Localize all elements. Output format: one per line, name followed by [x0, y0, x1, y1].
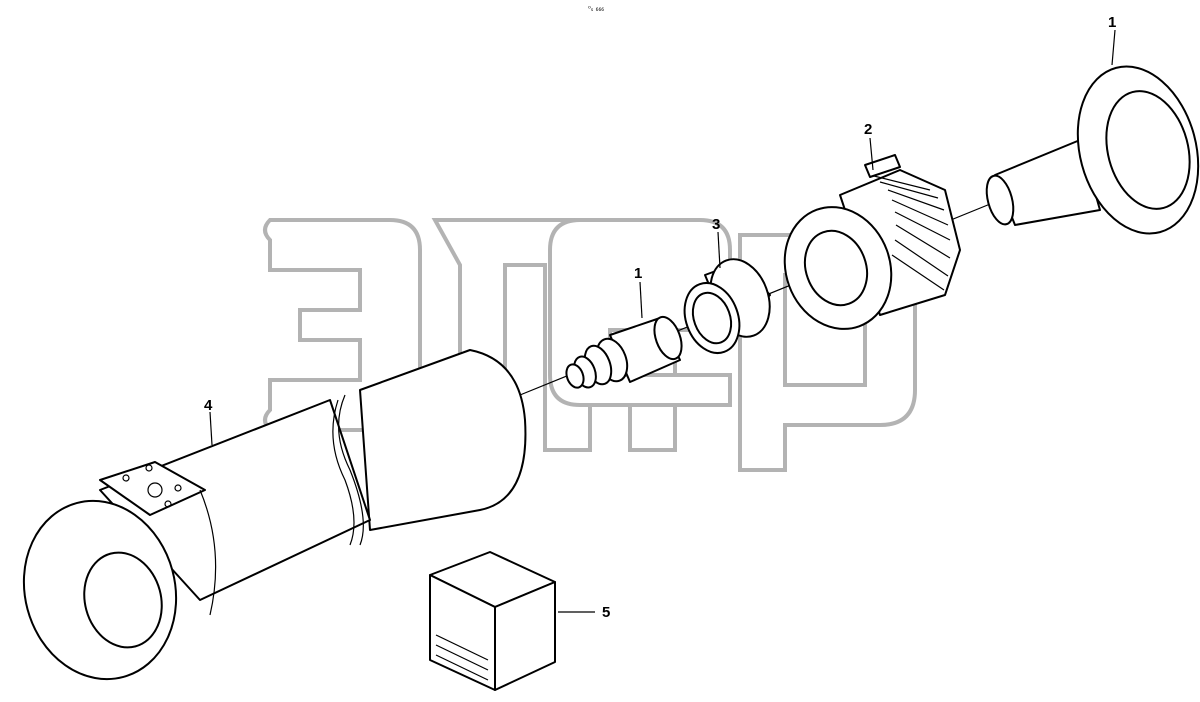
callout-1-rod-eye: 1 [1108, 14, 1116, 31]
leader-lines [209, 29, 1116, 613]
callout-5-seal-kit: 5 [602, 604, 610, 621]
callout-2-guide: 2 [864, 121, 872, 138]
callout-4-cylinder-tube: 4 [204, 397, 213, 414]
corner-code: ⁰ₛ ₆₆₆ [588, 5, 604, 13]
callout-1-piston-rod: 1 [634, 265, 642, 282]
bushing-part [683, 258, 771, 354]
piston-rod-part [565, 315, 683, 389]
rod-eye-part [985, 65, 1200, 235]
guide-part [783, 154, 961, 330]
callout-3-bushing: 3 [712, 216, 720, 233]
seal-kit-part [429, 551, 556, 691]
cylinder-tube-part [22, 349, 527, 681]
